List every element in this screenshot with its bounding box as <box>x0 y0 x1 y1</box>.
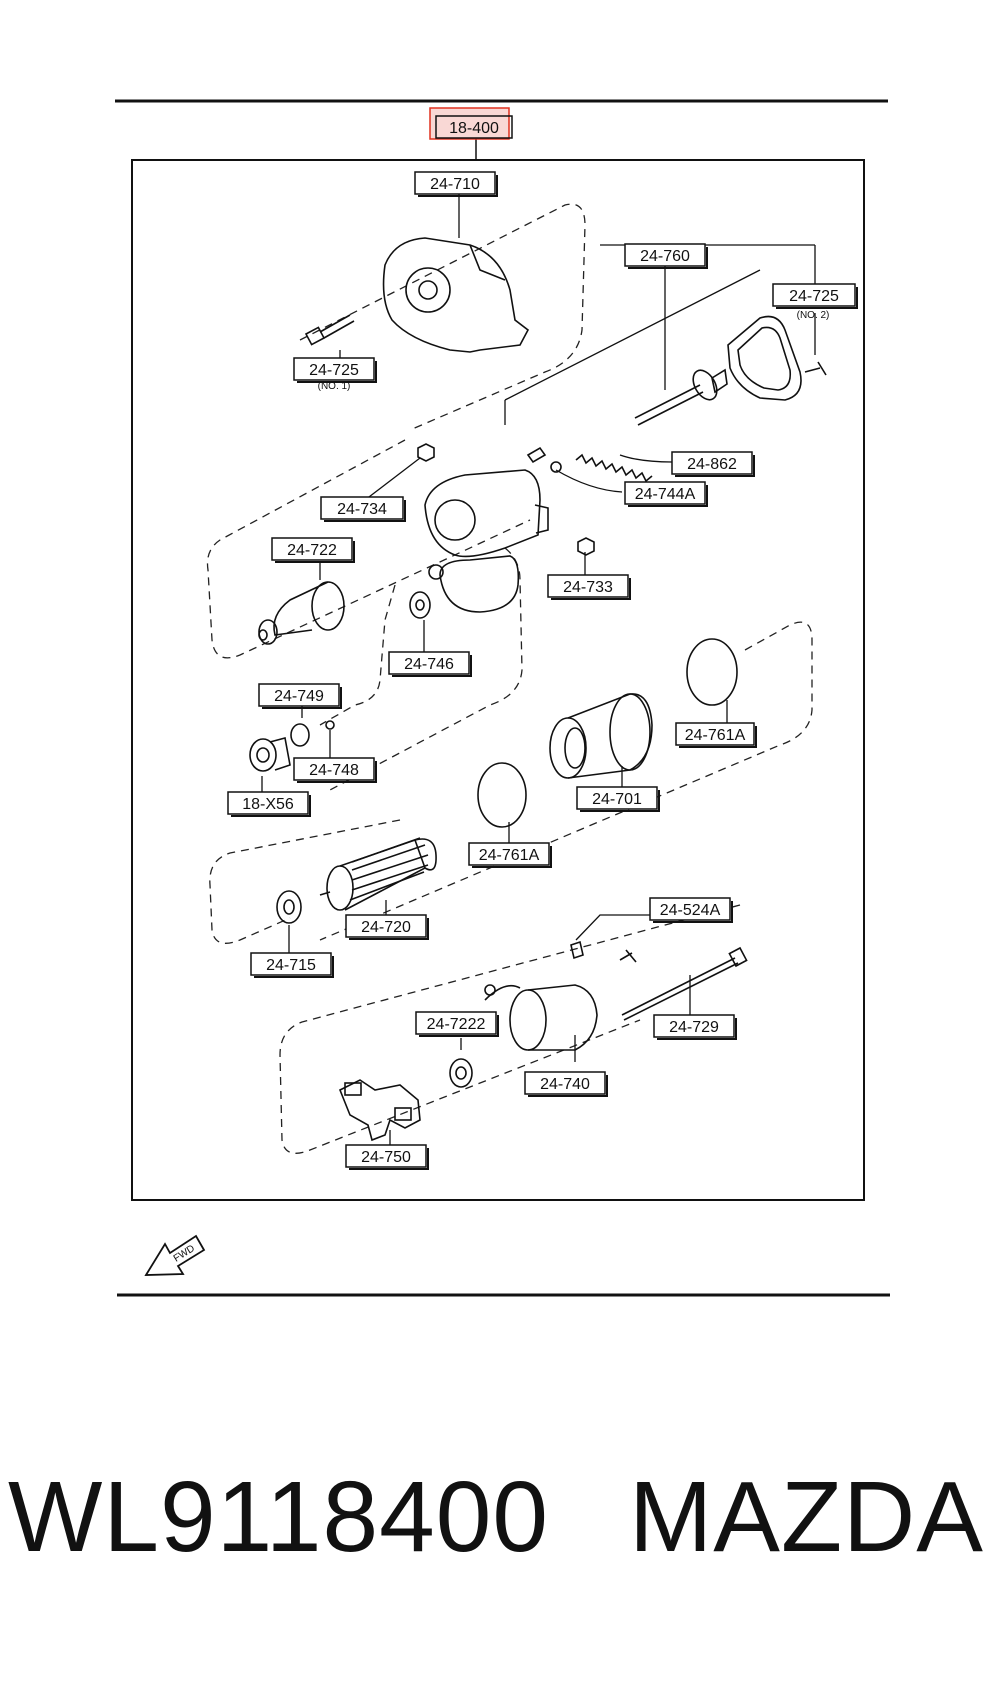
part-label: 24-750 <box>345 1144 429 1170</box>
bearing-drawing <box>276 890 302 924</box>
part-label-text: 24-701 <box>592 791 642 808</box>
forward-arrow-icon <box>144 1234 206 1276</box>
screw-drawing <box>570 940 584 960</box>
part-label: 24-746 <box>388 651 472 677</box>
part-label-text: 24-734 <box>337 501 387 518</box>
steel-ball-drawing <box>550 461 562 473</box>
spring-drawing <box>575 453 653 483</box>
end-cover-drawing <box>484 984 598 1051</box>
part-label-text: 24-761A <box>685 727 746 744</box>
nut-734-drawing <box>417 443 435 462</box>
part-label-text: 18-X56 <box>242 796 294 813</box>
retainer-drawing <box>290 720 335 747</box>
part-label: 24-749 <box>258 683 342 709</box>
part-label-text: 24-761A <box>479 847 540 864</box>
assembly-box <box>131 159 865 1201</box>
part-label: 24-744A <box>624 481 708 507</box>
o-ring-lower-drawing <box>477 762 527 828</box>
part-label: 24-748 <box>293 757 377 783</box>
group-outlines <box>206 203 813 1154</box>
gear-housing-drawing <box>424 469 549 613</box>
part-drawings <box>144 237 827 1276</box>
part-label-sub: (NO. 1) <box>318 381 351 392</box>
part-label: 24-710 <box>414 171 498 197</box>
rear-bearing-drawing <box>449 1058 473 1088</box>
part-label-text: 24-729 <box>669 1019 719 1036</box>
part-label: 24-701 <box>576 786 660 812</box>
screw-small-drawing <box>619 949 637 963</box>
pin-drawing <box>526 446 547 464</box>
assembly-label-text: 18-400 <box>449 120 499 137</box>
brand-name: MAZDA <box>628 1461 984 1573</box>
part-label-text: 24-760 <box>640 248 690 265</box>
part-label-text: 24-715 <box>266 957 316 974</box>
plunger-drawing <box>634 368 728 426</box>
part-label-text: 24-720 <box>361 919 411 936</box>
part-label: 24-722 <box>271 537 355 563</box>
idler-gear-drawing <box>409 591 431 619</box>
part-label: 24-7222 <box>415 1011 499 1037</box>
part-label-text: 24-744A <box>635 486 696 503</box>
part-label: 24-733 <box>547 574 631 600</box>
leader-lines <box>261 193 816 1145</box>
part-label-text: 24-524A <box>660 902 721 919</box>
part-label-text: 24-862 <box>687 456 737 473</box>
part-label: 24-760 <box>624 243 708 269</box>
assembly-label: 18-400 <box>435 115 513 139</box>
drive-gear-drawing <box>249 737 291 772</box>
highlight-box <box>429 107 510 140</box>
part-label: 24-725 (NO. 2) <box>772 283 858 321</box>
part-label: 24-734 <box>320 496 406 522</box>
part-label-text: 24-748 <box>309 762 359 779</box>
part-label: 24-761A <box>675 722 757 748</box>
o-ring-upper-drawing <box>686 638 738 706</box>
part-number: WL9118400 <box>8 1461 549 1573</box>
part-label: 24-715 <box>250 952 334 978</box>
part-label: 24-862 <box>671 451 755 477</box>
footer: WL9118400 MAZDA <box>0 1460 992 1580</box>
part-label-text: 24-749 <box>274 688 324 705</box>
part-label: 24-729 <box>653 1014 737 1040</box>
pinion-clutch-drawing <box>258 581 345 645</box>
front-housing-drawing <box>382 237 530 353</box>
through-bolt-drawing <box>621 946 748 1021</box>
part-label-text: 24-725 <box>789 288 839 305</box>
part-labels: 18-400 24-710 24-725 (NO. 1) 24-760 24-725 (NO… <box>227 115 858 1170</box>
part-label-text: 24-740 <box>540 1076 590 1093</box>
bolt-no1-drawing <box>304 314 355 346</box>
part-label: 24-740 <box>524 1071 608 1097</box>
armature-drawing <box>319 837 437 911</box>
part-label-text: 24-733 <box>563 579 613 596</box>
part-label-text: 24-710 <box>430 176 480 193</box>
part-label: 18-X56 <box>227 791 311 817</box>
part-label-text: 24-746 <box>404 656 454 673</box>
part-label: 24-720 <box>345 914 429 940</box>
yoke-drawing <box>549 693 653 779</box>
cover-gasket-drawing <box>727 315 827 401</box>
nut-733-drawing <box>577 537 595 556</box>
part-label: 24-761A <box>468 842 552 868</box>
part-label-text: 24-722 <box>287 542 337 559</box>
part-label: 24-725 (NO. 1) <box>293 357 377 392</box>
part-label-text: 24-725 <box>309 362 359 379</box>
part-label-sub: (NO. 2) <box>797 310 830 321</box>
part-label-text: 24-7222 <box>427 1016 486 1033</box>
part-label: 24-524A <box>649 897 733 923</box>
part-label-text: 24-750 <box>361 1149 411 1166</box>
brush-holder-drawing <box>338 1079 421 1142</box>
